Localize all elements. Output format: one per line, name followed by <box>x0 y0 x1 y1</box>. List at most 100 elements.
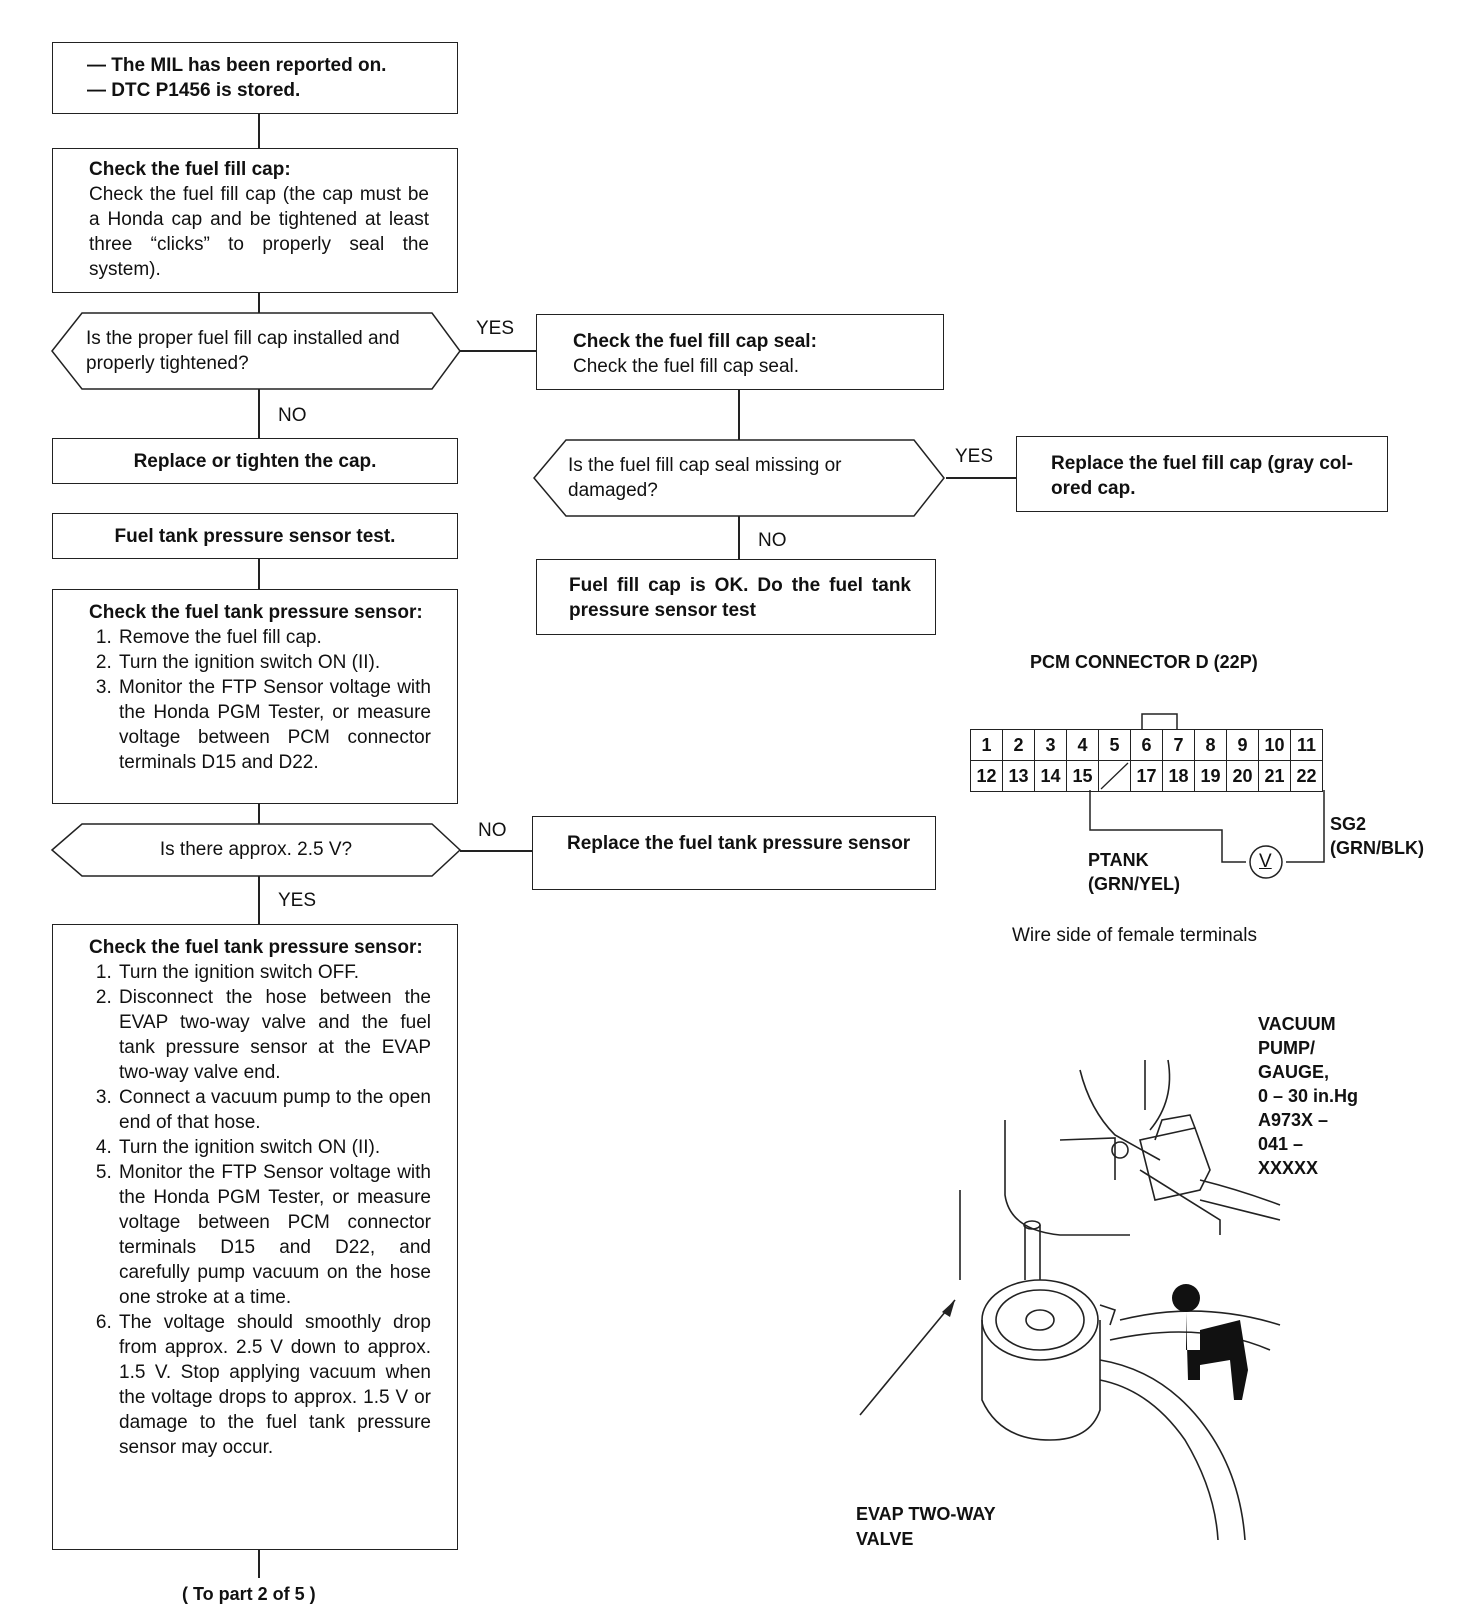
connector-line <box>258 389 260 438</box>
terminal-cell: 13 <box>1002 760 1035 792</box>
start-line-mil: — The MIL has been reported on. <box>87 55 387 76</box>
voltmeter-symbol: V <box>1259 851 1272 872</box>
connector-line <box>460 350 536 352</box>
step-item: Connect a vacuum pump to the open end of… <box>117 1085 431 1135</box>
terminal-cell: 4 <box>1066 729 1099 761</box>
connector-line <box>258 114 260 148</box>
terminal-cell: 17 <box>1130 760 1163 792</box>
vacuum-pump-icon <box>1172 1284 1248 1400</box>
connector-line <box>946 477 1016 479</box>
start-line-dtc: — DTC P1456 is stored. <box>87 80 301 101</box>
check-cap-title: Check the fuel fill cap: <box>89 159 291 180</box>
sg2-label: SG2 (GRN/BLK) <box>1330 812 1424 860</box>
terminal-cell: 15 <box>1066 760 1099 792</box>
replace-cap-box: Replace the fuel fill cap (gray col-ored… <box>1016 436 1388 512</box>
yes-label: YES <box>955 446 994 467</box>
decision-cap-text: Is the proper fuel fill cap installed an… <box>86 328 400 374</box>
no-label: NO <box>478 820 507 841</box>
check-cap-box: Check the fuel fill cap: Check the fuel … <box>52 148 458 293</box>
terminal-cell: 19 <box>1194 760 1227 792</box>
connector-line <box>738 390 740 440</box>
connector-line <box>460 850 532 852</box>
terminal-cell: 21 <box>1258 760 1291 792</box>
replace-cap-text: Replace the fuel fill cap (gray col-ored… <box>1051 453 1353 499</box>
no-label: NO <box>278 405 307 426</box>
connector-line <box>738 516 740 559</box>
sg2-name: SG2 <box>1330 814 1367 834</box>
decision-seal-diamond <box>533 439 945 517</box>
yes-label: YES <box>278 890 317 911</box>
to-part-label: ( To part 2 of 5 ) <box>182 1584 316 1604</box>
connector-line <box>258 876 260 924</box>
step-item: Turn the ignition switch ON (II). <box>117 650 431 675</box>
pump-label: VACUUM PUMP/ GAUGE, 0 – 30 in.Hg A973X –… <box>1258 1012 1358 1180</box>
sg2-wire: (GRN/BLK) <box>1330 838 1424 858</box>
pump-label-line: VACUUM <box>1258 1014 1336 1034</box>
check-sensor-2-steps: Turn the ignition switch OFF. Disconnect… <box>87 960 431 1460</box>
empty-terminal-cell <box>1098 760 1131 792</box>
replace-tighten-text: Replace or tighten the cap. <box>133 451 377 472</box>
terminal-cell: 10 <box>1258 729 1291 761</box>
terminal-cell: 5 <box>1098 729 1131 761</box>
cap-ok-text: Fuel fill cap is OK. Do the fuel tank pr… <box>569 575 911 621</box>
pump-label-line: 041 – <box>1258 1134 1304 1154</box>
yes-label: YES <box>476 318 515 339</box>
valve-label: EVAP TWO-WAY VALVE <box>856 1502 996 1552</box>
decision-seal-text: Is the fuel fill cap seal missing or dam… <box>568 455 842 501</box>
start-box: — The MIL has been reported on. — DTC P1… <box>52 42 458 114</box>
step-item: Monitor the FTP Sensor voltage with the … <box>117 1160 431 1310</box>
replace-sensor-box: Replace the fuel tank pressure sensor <box>532 816 936 890</box>
cap-ok-box: Fuel fill cap is OK. Do the fuel tank pr… <box>536 559 936 635</box>
voltmeter-icon <box>1249 845 1283 879</box>
terminal-cell: 12 <box>970 760 1003 792</box>
valve-label-line: VALVE <box>856 1529 914 1549</box>
terminal-cell: 2 <box>1002 729 1035 761</box>
step-item: Remove the fuel fill cap. <box>117 625 431 650</box>
terminal-cell: 3 <box>1034 729 1067 761</box>
terminal-cell: 18 <box>1162 760 1195 792</box>
step-item: Monitor the FTP Sensor voltage with the … <box>117 675 431 775</box>
ptank-label: PTANK (GRN/YEL) <box>1088 848 1180 896</box>
connector-line <box>258 1550 260 1578</box>
pump-label-line: 0 – 30 in.Hg <box>1258 1086 1359 1106</box>
connector-line <box>258 559 260 589</box>
check-sensor-1-title: Check the fuel tank pressure sensor: <box>89 602 423 623</box>
check-sensor-1-box: Check the fuel tank pressure sensor: Rem… <box>52 589 458 804</box>
replace-sensor-text: Replace the fuel tank pressure sensor <box>567 833 911 854</box>
terminal-cell: 7 <box>1162 729 1195 761</box>
check-seal-body: Check the fuel fill cap seal. <box>573 356 800 377</box>
evap-valve-illustration <box>859 1059 1281 1541</box>
check-sensor-1-steps: Remove the fuel fill cap. Turn the ignit… <box>87 625 431 775</box>
terminal-cell: 8 <box>1194 729 1227 761</box>
connector-line <box>258 293 260 313</box>
step-item: Turn the ignition switch ON (II). <box>117 1135 431 1160</box>
pcm-connector-grid: 1 2 3 4 5 6 7 8 9 10 11 12 13 14 15 17 1… <box>970 729 1323 792</box>
pump-label-line: GAUGE, <box>1258 1062 1330 1082</box>
ptank-name: PTANK <box>1088 850 1149 870</box>
terminal-cell: 9 <box>1226 729 1259 761</box>
step-item: The voltage should smoothly drop from ap… <box>117 1310 431 1460</box>
voltmeter-wiring <box>1089 790 1325 879</box>
check-seal-box: Check the fuel fill cap seal: Check the … <box>536 314 944 390</box>
connector-caption: Wire side of female terminals <box>1012 925 1257 946</box>
step-item: Turn the ignition switch OFF. <box>117 960 431 985</box>
terminal-cell: 6 <box>1130 729 1163 761</box>
ftp-test-text: Fuel tank pressure sensor test. <box>114 526 396 547</box>
check-sensor-2-title: Check the fuel tank pressure sensor: <box>89 937 423 958</box>
replace-tighten-box: Replace or tighten the cap. <box>52 438 458 484</box>
terminal-cell: 1 <box>970 729 1003 761</box>
check-sensor-2-box: Check the fuel tank pressure sensor: Tur… <box>52 924 458 1550</box>
terminal-cell: 14 <box>1034 760 1067 792</box>
connector-row-bottom: 12 13 14 15 17 18 19 20 21 22 <box>970 760 1323 792</box>
ptank-wire: (GRN/YEL) <box>1088 874 1180 894</box>
decision-voltage-text: Is there approx. 2.5 V? <box>159 839 353 860</box>
terminal-cell: 11 <box>1290 729 1323 761</box>
connector-line <box>258 804 260 824</box>
step-item: Disconnect the hose between the EVAP two… <box>117 985 431 1085</box>
pump-label-line: PUMP/ <box>1258 1038 1316 1058</box>
connector-title: PCM CONNECTOR D (22P) <box>1030 652 1258 672</box>
check-seal-title: Check the fuel fill cap seal: <box>573 331 817 352</box>
terminal-cell: 22 <box>1290 760 1323 792</box>
pump-label-line: A973X – <box>1258 1110 1329 1130</box>
no-label: NO <box>758 530 787 551</box>
